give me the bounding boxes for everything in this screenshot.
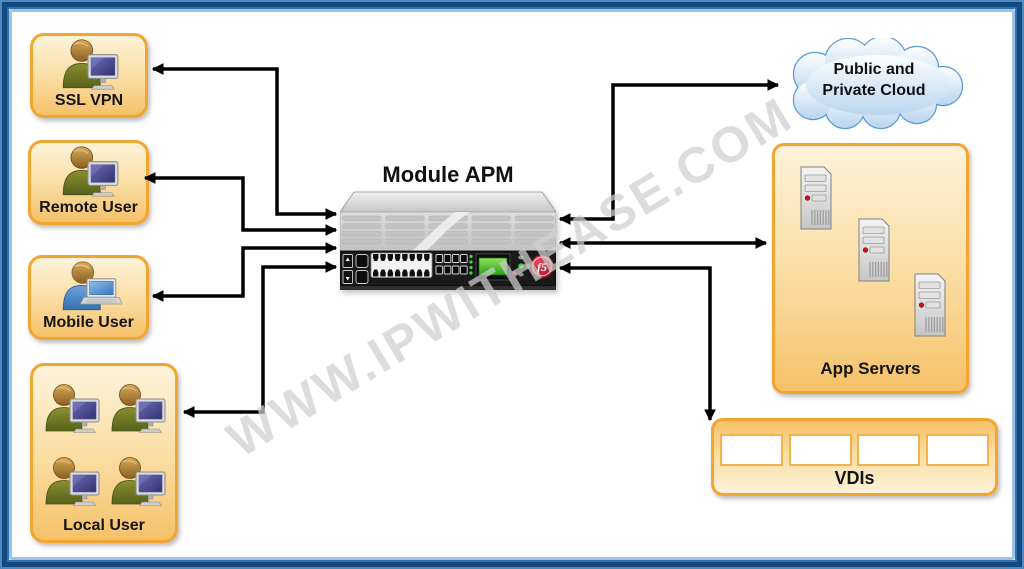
node-local-user-label: Local User — [63, 517, 145, 534]
appliance-title: Module APM — [382, 162, 514, 187]
appliance-sfp-ports — [435, 254, 468, 275]
appliance-lcd-screen — [475, 253, 511, 281]
vdi-slot — [720, 434, 783, 466]
connection-local-user — [182, 261, 338, 418]
cloud-icon — [792, 35, 964, 130]
connection-mobile-user — [151, 242, 338, 302]
appliance-top-face — [340, 191, 556, 213]
node-cloud: Public and Private Cloud — [775, 35, 973, 134]
user-laptop-icon — [56, 259, 122, 315]
connection-vdis — [558, 262, 716, 422]
appliance-status-leds — [469, 254, 473, 275]
cloud-label: Public and Private Cloud — [822, 61, 926, 99]
f5-appliance: f5 — [340, 191, 556, 290]
appliance-swoosh — [412, 212, 470, 251]
vdi-slot — [925, 434, 989, 466]
connection-ssl-vpn — [151, 63, 338, 220]
f5-logo: f5 — [530, 254, 554, 279]
vdi-slot — [857, 434, 921, 466]
node-app-servers: App Servers — [772, 143, 969, 394]
vdi-slot-row — [714, 434, 995, 466]
server-tower-icon — [909, 268, 951, 342]
node-remote-user-label: Remote User — [39, 199, 138, 216]
server-tower-icon — [853, 213, 895, 287]
user-desktop-icon — [56, 37, 122, 93]
user-desktop-icon — [56, 144, 122, 200]
node-mobile-user: Mobile User — [28, 255, 149, 340]
node-app-servers-label: App Servers — [820, 359, 921, 378]
user-desktop-icon — [104, 382, 170, 436]
user-desktop-icon — [38, 455, 104, 509]
connection-remote-user — [143, 172, 338, 236]
node-mobile-user-label: Mobile User — [43, 314, 134, 331]
node-local-user: Local User — [30, 363, 178, 543]
appliance-console-ports — [342, 254, 369, 284]
node-vdis-label: VDIs — [834, 468, 875, 488]
node-ssl-vpn: SSL VPN — [30, 33, 148, 118]
vdi-slot — [788, 434, 852, 466]
user-desktop-icon — [38, 382, 104, 436]
connection-cloud — [558, 79, 780, 225]
server-tower-icon — [795, 161, 837, 235]
appliance-control-buttons — [512, 255, 531, 277]
appliance-rj45-ports — [370, 252, 433, 278]
node-vdis: VDIs — [711, 418, 998, 496]
node-ssl-vpn-label: SSL VPN — [54, 92, 124, 109]
user-desktop-icon — [104, 455, 170, 509]
svg-text:f5: f5 — [537, 260, 547, 274]
node-remote-user: Remote User — [28, 140, 149, 225]
